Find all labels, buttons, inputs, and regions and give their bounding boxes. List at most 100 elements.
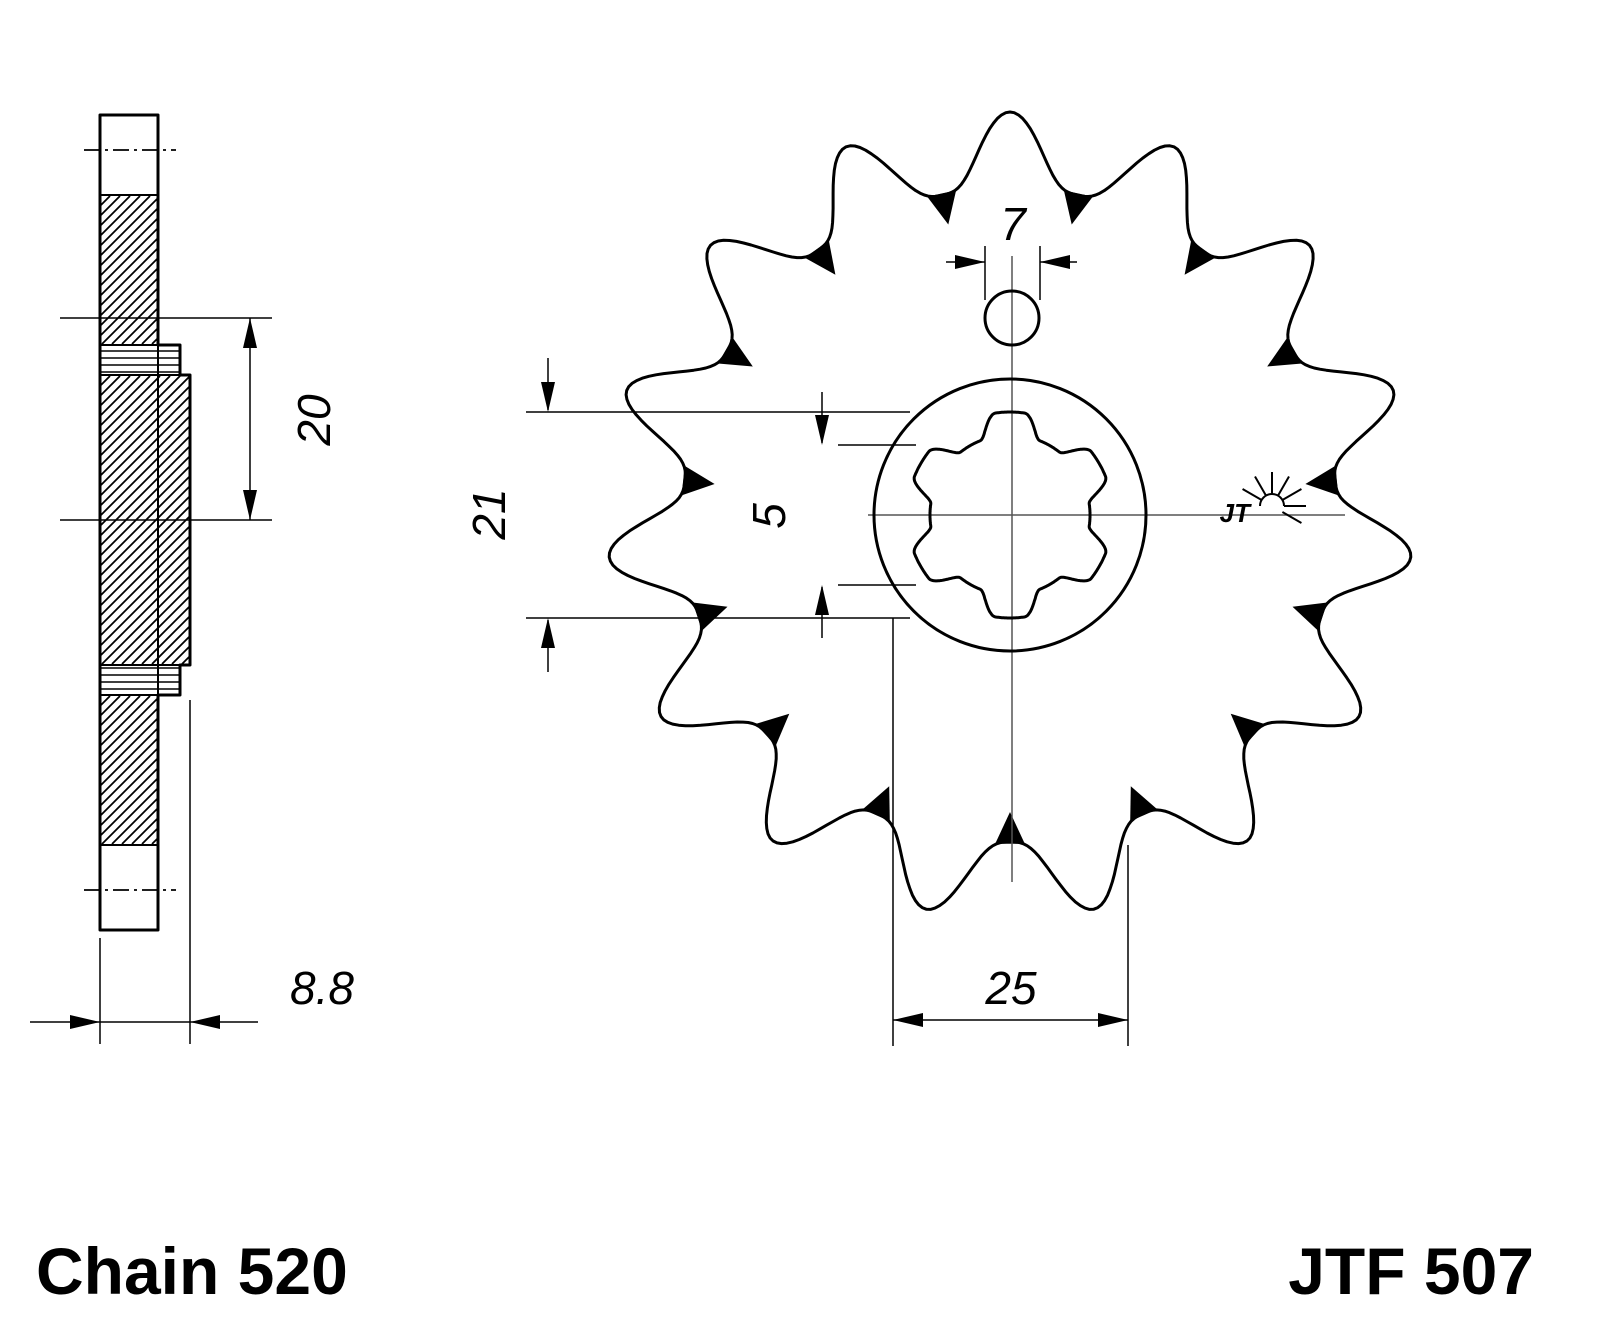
- hatch-line: [292, 196, 440, 344]
- dim-arrowhead: [815, 585, 829, 615]
- logo-ray: [1277, 476, 1290, 497]
- hatch-line: [111, 796, 158, 844]
- hatch-line: [282, 196, 430, 344]
- hatch-line: [100, 564, 190, 658]
- hatch-line: [282, 696, 430, 844]
- hatch-line: [100, 196, 158, 258]
- valley-mark: [804, 240, 836, 275]
- part-number-label: JTF 507: [1288, 1234, 1534, 1308]
- dim-label-pitch-offset: 20: [288, 394, 340, 447]
- hatch-line: [242, 196, 390, 344]
- dim-label-width: 8.8: [290, 962, 354, 1014]
- hatch-line: [182, 196, 330, 344]
- hatch-line: [100, 246, 158, 308]
- hatch-line: [100, 716, 158, 778]
- hatch-line: [100, 376, 161, 438]
- hatch-line: [212, 196, 360, 344]
- hatch-line: [100, 226, 158, 288]
- hatch-line: [312, 376, 600, 664]
- hatch-line: [100, 414, 190, 508]
- hatch-line: [100, 696, 121, 718]
- hatch-line: [111, 296, 158, 344]
- hatch-line: [101, 286, 158, 344]
- hatch-line: [100, 196, 101, 198]
- valley-mark: [1130, 786, 1158, 822]
- hatch-line: [100, 696, 151, 748]
- hatch-line: [212, 696, 360, 844]
- dim-label-hub-diameter: 25: [984, 962, 1037, 1014]
- hatch-line: [100, 756, 158, 818]
- logo-ray: [1254, 476, 1267, 497]
- valley-mark: [755, 713, 790, 746]
- hatch-line: [100, 534, 190, 628]
- hatch-line: [100, 766, 158, 828]
- hatch-line: [100, 696, 131, 728]
- dim-arrowhead: [1040, 255, 1070, 269]
- valley-mark: [1267, 337, 1302, 367]
- hatch-line: [192, 696, 340, 844]
- hatch-region: [100, 696, 450, 844]
- valley-mark: [1230, 713, 1265, 746]
- valley-mark: [718, 337, 753, 367]
- hatch-line: [100, 206, 158, 268]
- jt-logo-text: JT: [1220, 498, 1252, 528]
- hatch-line: [162, 196, 310, 344]
- dim-label-hole-diameter: 7: [1000, 198, 1027, 250]
- dimension-lines: [30, 246, 1129, 1046]
- hatch-line: [111, 584, 190, 664]
- hatch-line: [100, 376, 181, 458]
- hatch-line: [151, 836, 158, 844]
- logo-ray: [1281, 488, 1302, 501]
- hatch-line: [121, 306, 158, 344]
- hatch-line: [121, 594, 190, 664]
- dim-label-bore-diameter: 21: [463, 488, 515, 540]
- hatch-line: [100, 216, 158, 278]
- dim-arrowhead: [70, 1015, 100, 1029]
- valley-mark: [995, 812, 1025, 844]
- hatch-line: [302, 196, 450, 344]
- chain-size-label: Chain 520: [36, 1234, 348, 1308]
- hatch-line: [302, 696, 450, 844]
- logo-arc: [1259, 493, 1285, 507]
- valley-mark: [1292, 602, 1328, 631]
- hatch-line: [182, 696, 330, 844]
- hatch-line: [121, 806, 158, 844]
- hatch-line: [292, 696, 440, 844]
- hatch-line: [100, 544, 190, 638]
- dim-arrowhead: [243, 318, 257, 348]
- hatch-line: [272, 196, 420, 344]
- hatch-line: [392, 376, 680, 664]
- dim-arrowhead: [815, 415, 829, 445]
- hatch-line: [100, 554, 190, 648]
- hatch-region: [100, 196, 450, 344]
- front-view-sprocket: [607, 110, 1413, 911]
- hatch-line: [100, 394, 190, 488]
- valley-mark: [1184, 240, 1216, 275]
- hatch-line: [222, 696, 370, 844]
- valley-mark: [862, 786, 890, 822]
- hatch-line: [172, 196, 320, 344]
- hatch-line: [372, 376, 660, 664]
- hatch-line: [100, 276, 158, 338]
- hatch-line: [100, 236, 158, 298]
- dim-arrowhead: [541, 618, 555, 648]
- hatch-line: [100, 726, 158, 788]
- logo-ray: [1281, 511, 1302, 524]
- hatch-line: [100, 696, 111, 708]
- hatch-line: [131, 816, 158, 844]
- hatch-line: [100, 384, 190, 478]
- dim-arrowhead: [955, 255, 985, 269]
- hub-circle: [872, 377, 1148, 653]
- hatch-line: [141, 326, 158, 344]
- hatch-line: [302, 376, 590, 664]
- logo-ray: [1242, 488, 1263, 501]
- hatch-line: [232, 196, 380, 344]
- hatch-line: [100, 376, 151, 428]
- hatch-line: [252, 196, 400, 344]
- hatch-line: [222, 196, 370, 344]
- hatch-line: [100, 696, 101, 698]
- hatch-line: [172, 696, 320, 844]
- hatch-line: [100, 376, 171, 448]
